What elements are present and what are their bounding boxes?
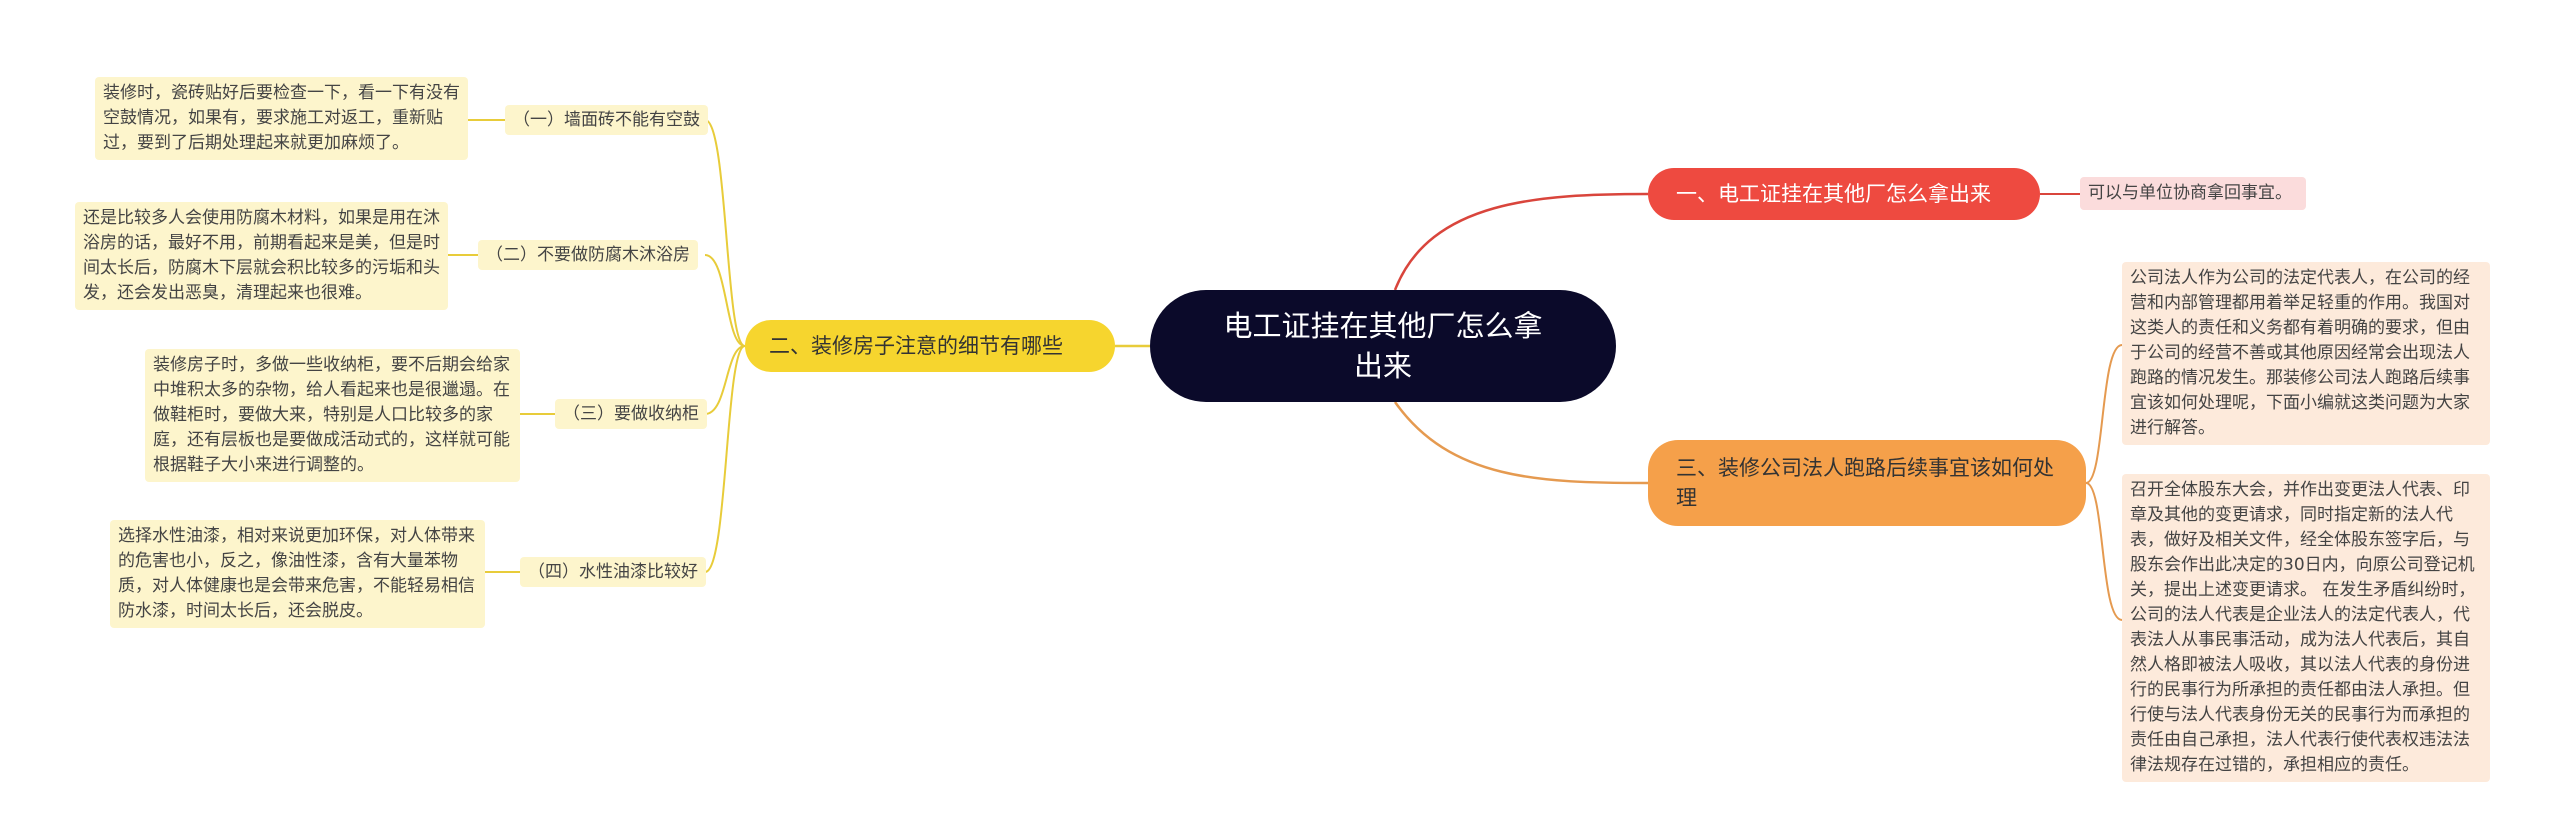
leaf-note-3[interactable]: 装修房子时，多做一些收纳柜，要不后期会给家中堆积太多的杂物，给人看起来也是很邋遢… — [145, 349, 520, 482]
link-root-b1 — [1393, 192, 1649, 291]
link-root-b3 — [1393, 401, 1649, 485]
link-b2-s3 — [704, 345, 746, 415]
link-b2-s4 — [704, 345, 746, 573]
sub-node-2[interactable]: （二）不要做防腐木沐浴房 — [478, 240, 698, 270]
link-b2-s2 — [704, 254, 746, 347]
branch-node-2[interactable]: 二、装修房子注意的细节有哪些 — [745, 320, 1115, 372]
branch-3-note-2[interactable]: 召开全体股东大会，并作出变更法人代表、印章及其他的变更请求，同时指定新的法人代表… — [2122, 474, 2490, 782]
link-b3-n1 — [2085, 344, 2123, 484]
link-b2-s1 — [704, 119, 746, 347]
branch-1-note[interactable]: 可以与单位协商拿回事宜。 — [2080, 177, 2306, 210]
link-b3-n2 — [2085, 482, 2123, 621]
leaf-note-4[interactable]: 选择水性油漆，相对来说更加环保，对人体带来的危害也小，反之，像油性漆，含有大量苯… — [110, 520, 485, 628]
sub-node-3[interactable]: （三）要做收纳柜 — [555, 399, 707, 429]
branch-node-3[interactable]: 三、装修公司法人跑路后续事宜该如何处理 — [1648, 440, 2086, 526]
branch-2-label: 二、装修房子注意的细节有哪些 — [769, 334, 1063, 358]
leaf-note-2[interactable]: 还是比较多人会使用防腐木材料，如果是用在沐浴房的话，最好不用，前期看起来是美，但… — [75, 202, 448, 310]
sub-node-4[interactable]: （四）水性油漆比较好 — [520, 557, 706, 587]
branch-3-note-1[interactable]: 公司法人作为公司的法定代表人，在公司的经营和内部管理都用着举足轻重的作用。我国对… — [2122, 262, 2490, 445]
branch-1-label: 一、电工证挂在其他厂怎么拿出来 — [1676, 182, 1991, 206]
sub-node-1[interactable]: （一）墙面砖不能有空鼓 — [505, 105, 708, 135]
branch-3-label: 三、装修公司法人跑路后续事宜该如何处理 — [1676, 456, 2054, 510]
branch-node-1[interactable]: 一、电工证挂在其他厂怎么拿出来 — [1648, 168, 2040, 220]
root-node[interactable]: 电工证挂在其他厂怎么拿出来 — [1150, 290, 1616, 402]
leaf-note-1[interactable]: 装修时，瓷砖贴好后要检查一下，看一下有没有空鼓情况，如果有，要求施工对返工，重新… — [95, 77, 468, 160]
